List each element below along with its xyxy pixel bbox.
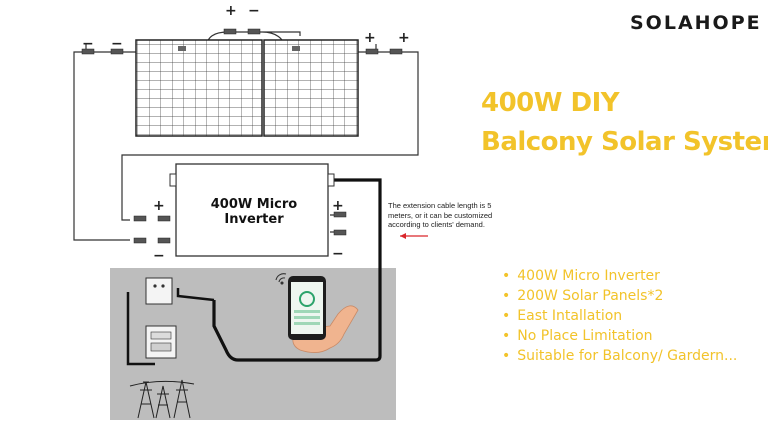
solar-panel-left xyxy=(135,39,263,137)
minus-sign: − xyxy=(332,246,344,262)
feature-item: East Intallation xyxy=(502,306,737,326)
page-title-line1: 400W DIY xyxy=(481,88,620,118)
plus-sign: + xyxy=(364,30,376,46)
plus-sign: + xyxy=(398,30,410,46)
connector-icon xyxy=(81,28,403,244)
wall-socket-icon xyxy=(145,277,173,305)
brand-logo: SOLAHOPE xyxy=(630,12,762,34)
wifi-icon xyxy=(275,273,287,285)
arrow-left-icon xyxy=(400,233,428,239)
extension-cable xyxy=(212,178,382,362)
smartphone-icon xyxy=(288,276,326,340)
feature-item: Suitable for Balcony/ Gardern... xyxy=(502,346,737,366)
cable-note: The extension cable length is 5 meters, … xyxy=(388,201,493,229)
inverter-label: 400W Micro Inverter xyxy=(210,197,298,227)
plus-sign: + xyxy=(332,198,344,214)
minus-sign: − xyxy=(153,248,165,264)
electric-meter-icon xyxy=(145,325,177,359)
power-tower-icon xyxy=(129,379,195,419)
plus-sign: + xyxy=(225,3,237,19)
feature-item: No Place Limitation xyxy=(502,326,737,346)
minus-sign: − xyxy=(82,36,94,52)
minus-sign: − xyxy=(248,3,260,19)
micro-inverter xyxy=(169,163,335,257)
feature-item: 400W Micro Inverter xyxy=(502,266,737,286)
feature-item: 200W Solar Panels*2 xyxy=(502,286,737,306)
minus-sign: − xyxy=(111,36,123,52)
page-title-line2: Balcony Solar System xyxy=(481,127,768,157)
feature-list: 400W Micro Inverter 200W Solar Panels*2 … xyxy=(502,266,737,366)
solar-panel-right xyxy=(263,39,359,137)
plus-sign: + xyxy=(153,198,165,214)
